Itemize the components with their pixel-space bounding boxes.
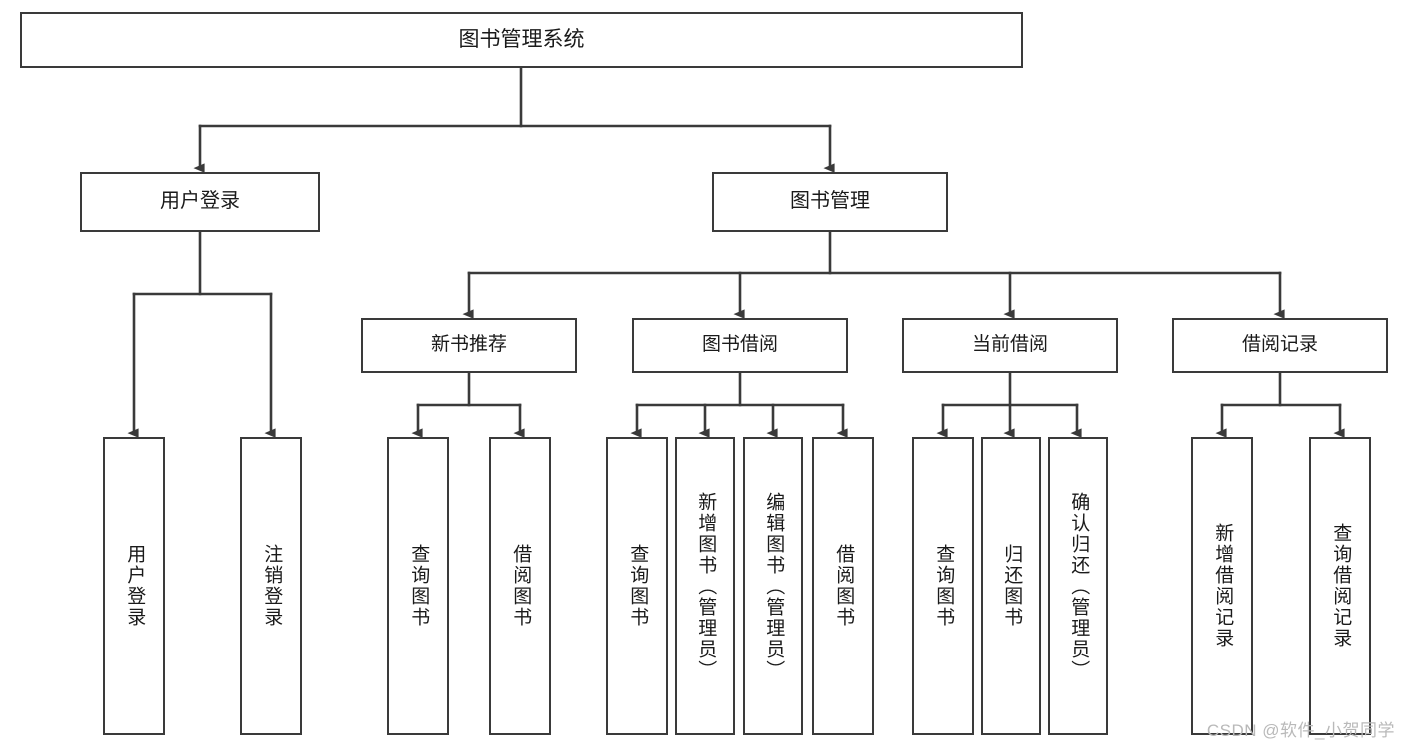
node-label: 当前借阅 [971,334,1048,356]
node-borrow-record[interactable]: 借阅记录 [1172,318,1388,373]
leaf-new-book-borrow[interactable]: 借阅图书 [489,437,551,735]
node-label: 图书管理系统 [458,27,585,51]
node-root-book-management-system[interactable]: 图书管理系统 [20,12,1023,68]
leaf-borrow-edit-book-admin[interactable]: 编辑图书（管理员） [743,437,803,735]
node-label: 编辑图书（管理员） [763,491,785,681]
node-label: 新增图书（管理员） [695,491,717,681]
node-label: 查询图书 [408,544,430,628]
node-label: 图书管理 [790,190,870,213]
node-label: 借阅图书 [833,544,855,628]
leaf-logout[interactable]: 注销登录 [240,437,302,735]
csdn-watermark: CSDN @软件_小贺同学 [1206,721,1395,740]
leaf-record-add-borrow-record[interactable]: 新增借阅记录 [1191,437,1253,735]
node-label: 查询借阅记录 [1330,523,1352,649]
node-label: 查询图书 [933,544,955,628]
node-book-management[interactable]: 图书管理 [712,172,948,232]
node-label: 归还图书 [1001,544,1023,628]
leaf-borrow-query-book[interactable]: 查询图书 [606,437,668,735]
leaf-user-login[interactable]: 用户登录 [103,437,165,735]
node-new-book-recommend[interactable]: 新书推荐 [361,318,577,373]
node-label: 用户登录 [160,190,240,213]
leaf-new-book-query[interactable]: 查询图书 [387,437,449,735]
node-label: 新增借阅记录 [1212,523,1234,649]
node-label: 确认归还（管理员） [1068,491,1090,681]
node-label: 借阅记录 [1241,334,1318,356]
node-label: 借阅图书 [510,544,532,628]
node-label: 用户登录 [124,544,146,628]
leaf-borrow-add-book-admin[interactable]: 新增图书（管理员） [675,437,735,735]
node-label: 注销登录 [261,544,283,628]
leaf-current-confirm-return-admin[interactable]: 确认归还（管理员） [1048,437,1108,735]
leaf-borrow-borrow-book[interactable]: 借阅图书 [812,437,874,735]
node-book-borrow[interactable]: 图书借阅 [632,318,848,373]
node-label: 新书推荐 [430,334,507,356]
node-label: 查询图书 [627,544,649,628]
leaf-current-return-book[interactable]: 归还图书 [981,437,1041,735]
node-label: 图书借阅 [701,334,778,356]
node-user-login[interactable]: 用户登录 [80,172,320,232]
node-current-borrow[interactable]: 当前借阅 [902,318,1118,373]
leaf-current-query-book[interactable]: 查询图书 [912,437,974,735]
leaf-record-query-borrow-record[interactable]: 查询借阅记录 [1309,437,1371,735]
